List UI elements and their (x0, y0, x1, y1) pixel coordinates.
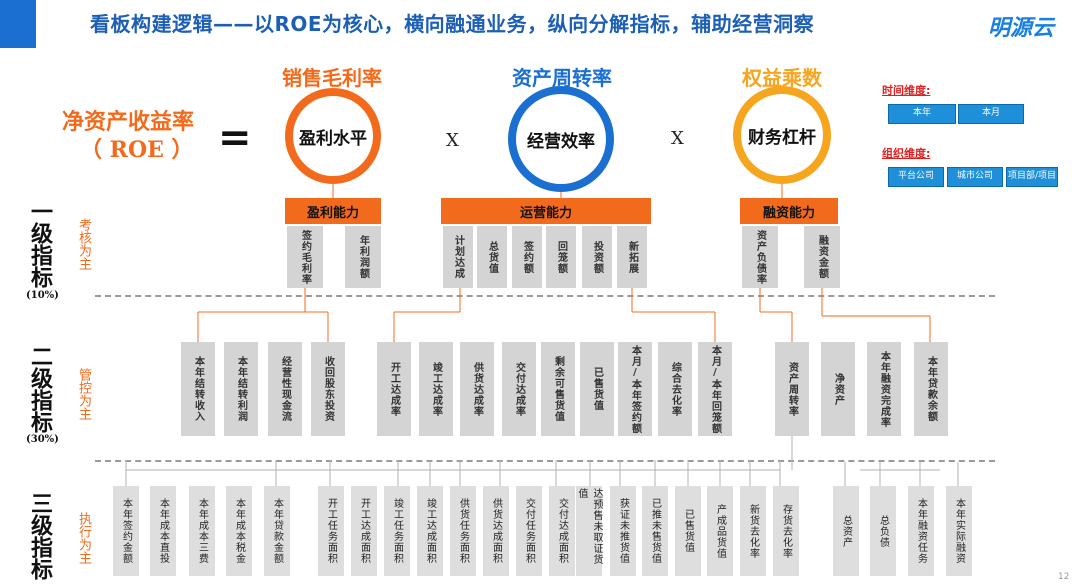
level2-pct: (30%) (26, 434, 59, 445)
l2-item: 本年贷款余额 (914, 342, 948, 436)
l3-item: 供货任务面积 (450, 486, 476, 576)
roe-label: 净资产收益率 (62, 110, 195, 135)
ring-efficiency-label: 经营效率 (527, 131, 595, 152)
level3-label: 三级指标 (27, 492, 52, 580)
level1-sub: 考核为主 (76, 218, 91, 270)
level3-sub: 执行为主 (76, 512, 91, 564)
ring-leverage-label: 财务杠杆 (748, 127, 816, 148)
l1-item: 总货值 (477, 226, 507, 288)
l2-item: 综合去化率 (658, 342, 692, 436)
l2-item: 本年融资完成率 (867, 342, 901, 436)
l1-header-finance: 融资能力 (740, 198, 838, 224)
time-option-month[interactable]: 本月 (958, 104, 1024, 124)
l1-item: 签约毛利率 (287, 226, 323, 288)
l3-item: 已售货值 (675, 486, 701, 576)
org-option-platform[interactable]: 平台公司 (888, 167, 944, 187)
l3-item: 本年成本直投 (150, 486, 176, 576)
l1-item: 计划达成 (443, 226, 473, 288)
level1-label: 一级指标 (27, 200, 52, 288)
l3-item: 本年贷款金额 (264, 486, 290, 576)
level2-label: 二级指标 (27, 345, 52, 433)
l3-item: 已推未售货值 (642, 486, 668, 576)
ring-profitability: 盈利水平 (285, 88, 381, 184)
org-dimension-title: 组织维度: (882, 147, 931, 160)
page-number: 12 (1058, 572, 1070, 582)
l3-item: 产成品货值 (707, 486, 733, 576)
l2-item: 资产周转率 (775, 342, 809, 436)
l2-item: 本月/本年回笼额 (698, 342, 732, 436)
level2-sub: 管控为主 (76, 368, 91, 420)
header-accent (0, 0, 36, 48)
l1-item: 回笼额 (546, 226, 576, 288)
l3-item: 总资产 (833, 486, 859, 576)
l2-item: 剩余可售货值 (541, 342, 575, 436)
l2-item: 净资产 (821, 342, 855, 436)
l2-item: 本月/本年签约额 (618, 342, 652, 436)
l2-item: 交付达成率 (502, 342, 536, 436)
multiply-sign-1: X (446, 130, 459, 151)
l3-item: 开工达成面积 (351, 486, 377, 576)
ring-efficiency: 经营效率 (508, 86, 614, 192)
l2-item: 收回股东投资 (311, 342, 345, 436)
roe-abbr: （ ROE ） (80, 137, 194, 163)
l3-item: 竣工达成面积 (417, 486, 443, 576)
l3-item: 本年成本三费 (189, 486, 215, 576)
l1-item: 签约额 (512, 226, 542, 288)
factor-title-gross-margin: 销售毛利率 (282, 66, 382, 90)
l2-item: 开工达成率 (377, 342, 411, 436)
l1-item: 年利润额 (345, 226, 381, 288)
time-dimension-title: 时间维度: (882, 84, 931, 97)
l2-item: 供货达成率 (460, 342, 494, 436)
ring-leverage: 财务杠杆 (733, 86, 831, 184)
l3-item: 交付达成面积 (549, 486, 575, 576)
l3-item: 本年签约金额 (113, 486, 139, 576)
l3-item: 本年融资任务 (908, 486, 934, 576)
l1-header-profit: 盈利能力 (285, 198, 381, 224)
l3-item: 新货去化率 (740, 486, 766, 576)
header-bar (0, 0, 1080, 48)
l1-item: 资产负债率 (742, 226, 778, 288)
l2-item: 竣工达成率 (419, 342, 453, 436)
separator-level2 (95, 460, 995, 462)
l2-item: 已售货值 (580, 342, 614, 436)
l1-header-operation: 运营能力 (441, 198, 651, 224)
org-option-city[interactable]: 城市公司 (947, 167, 1003, 187)
l1-item: 新拓展 (617, 226, 647, 288)
l3-item: 竣工任务面积 (384, 486, 410, 576)
multiply-sign-2: X (671, 128, 684, 149)
l3-item: 交付任务面积 (516, 486, 542, 576)
org-option-project[interactable]: 项目部/项目 (1006, 167, 1058, 187)
l3-item: 达预售未取证货值 (576, 486, 602, 576)
l3-item: 本年成本税金 (226, 486, 252, 576)
l3-item: 存货去化率 (773, 486, 799, 576)
l2-item: 本年结转收入 (181, 342, 215, 436)
separator-level1 (95, 295, 995, 297)
l1-item: 融资金额 (804, 226, 840, 288)
page-title: 看板构建逻辑——以ROE为核心，横向融通业务，纵向分解指标，辅助经营洞察 (90, 12, 815, 36)
l3-item: 供货达成面积 (483, 486, 509, 576)
l2-item: 本年结转利润 (224, 342, 258, 436)
l3-item: 总负债 (870, 486, 896, 576)
brand-logo: 明源云 (988, 16, 1055, 41)
l1-item: 投资额 (582, 226, 612, 288)
l3-item: 获证未推货值 (610, 486, 636, 576)
l3-item: 本年实际融资 (946, 486, 972, 576)
time-option-year[interactable]: 本年 (888, 104, 956, 124)
level1-pct: (10%) (26, 290, 59, 301)
equals-sign: = (218, 115, 252, 161)
l3-item: 开工任务面积 (318, 486, 344, 576)
ring-profitability-label: 盈利水平 (299, 128, 367, 149)
l2-item: 经营性现金流 (268, 342, 302, 436)
